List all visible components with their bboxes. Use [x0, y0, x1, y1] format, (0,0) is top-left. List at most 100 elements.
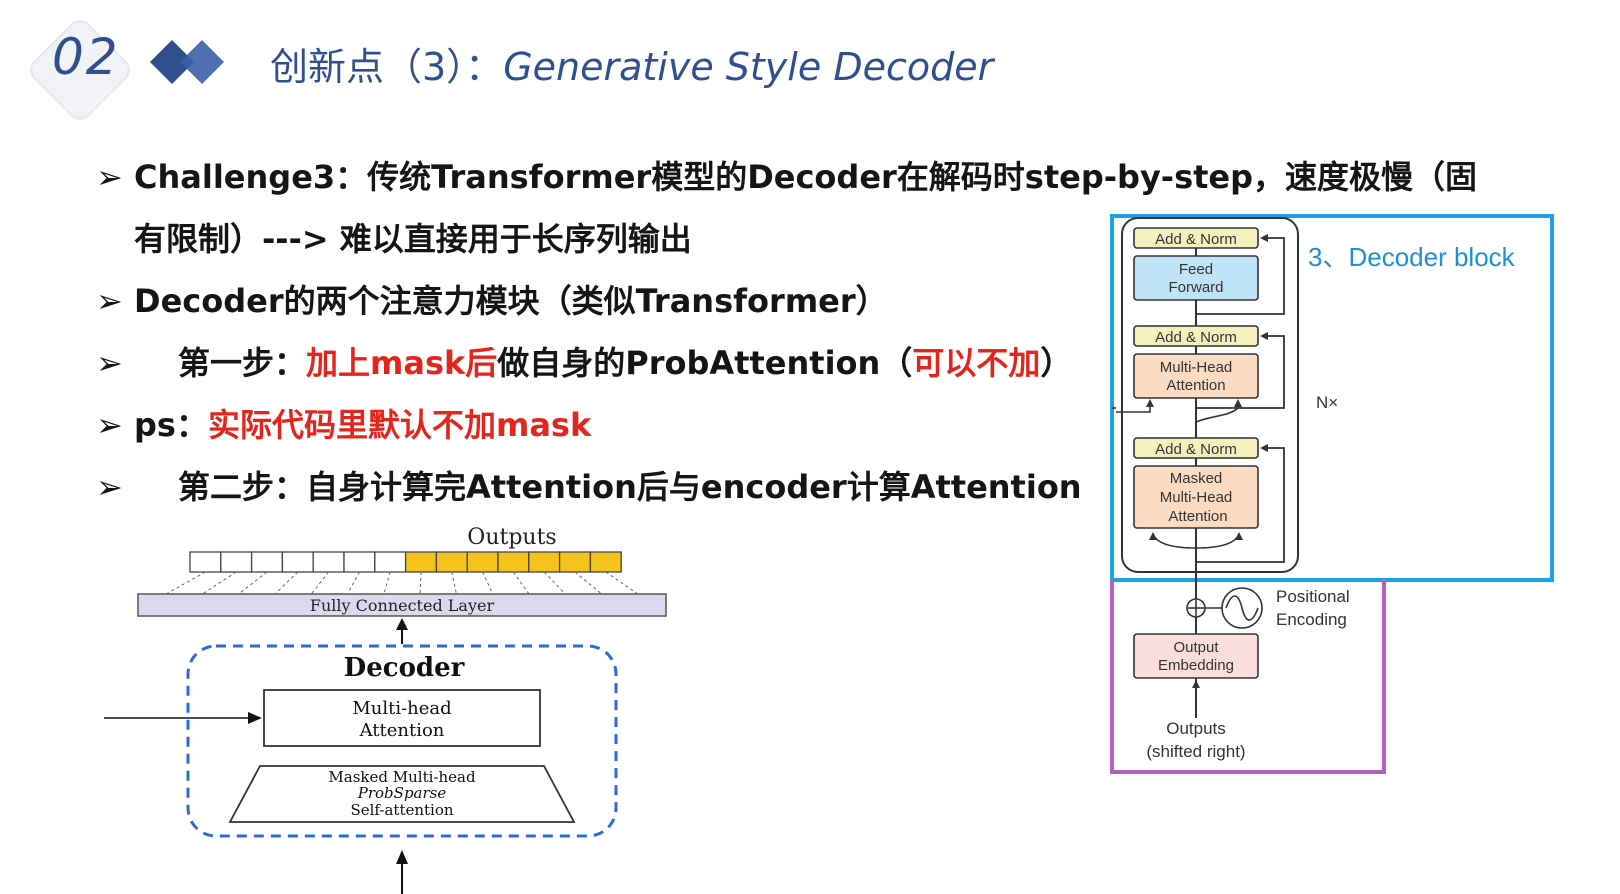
decoder-frame [186, 644, 618, 838]
bullet-text: 第一步： [178, 344, 307, 382]
ff-label-line2: Forward [1168, 279, 1223, 296]
mha-label-line2: Attention [359, 720, 445, 741]
decoder-block-label: 3、Decoder block [1308, 242, 1516, 272]
emb-label-line1: Output [1173, 639, 1219, 656]
fc-connection-line [482, 571, 494, 595]
pos-label-line1: Positional [1276, 587, 1350, 606]
mha-label-line1: Multi-Head [1160, 359, 1233, 376]
output-cell-empty [250, 551, 284, 573]
fc-connection-lines [165, 571, 639, 595]
fc-connection-line [383, 571, 391, 595]
add-norm-label: Add & Norm [1155, 231, 1237, 248]
bullet-arrow-icon: ➢ [96, 344, 123, 382]
masked-label-line2: ProbSparse [357, 784, 447, 802]
informer-decoder-diagram: Outputs Fully Connected Layer Decoder Mu… [104, 525, 667, 894]
up-arrow-icon [396, 618, 408, 630]
decoder-block-frame [1110, 214, 1554, 582]
add-norm-label: Add & Norm [1155, 329, 1237, 346]
up-arrow-icon [396, 850, 408, 864]
highlight-text: 加上mask后 [306, 344, 498, 382]
nx-label: N× [1316, 393, 1338, 412]
bullet-arrow-icon: ➢ [96, 468, 123, 506]
output-cell-filled [528, 551, 561, 573]
fc-connection-line [347, 571, 360, 595]
emb-label-line2: Embedding [1158, 657, 1234, 674]
bullet-text: Challenge3：传统Transformer模型的Decoder在解码时st… [134, 158, 1478, 196]
fc-connection-line [274, 571, 299, 595]
fc-connection-line [512, 571, 530, 595]
output-cell-empty [220, 551, 253, 573]
fc-label: Fully Connected Layer [310, 596, 495, 615]
bullet-text: ） [1040, 344, 1073, 382]
bullet-ps-note: ➢ ps：实际代码里默认不加mask [96, 400, 591, 446]
bullet-challenge-continued: 有限制）---> 难以直接用于长序列输出 [134, 220, 692, 258]
fc-connection-line [202, 571, 237, 595]
bullet-arrow-icon: ➢ [96, 158, 123, 196]
output-cell-empty [374, 551, 407, 573]
output-cell-filled [497, 551, 530, 573]
output-cell-empty [312, 551, 345, 573]
title-english: Generative Style Decoder [503, 45, 994, 89]
masked-label-line3: Self-attention [350, 801, 453, 819]
mha-label-line2: Attention [1166, 377, 1225, 394]
multi-head-attention-box [1133, 353, 1259, 399]
fc-connection-line [574, 571, 602, 595]
decoder-title: Decoder [344, 653, 465, 683]
outputs-label-line2: (shifted right) [1146, 742, 1245, 761]
bullet-text: 第二步：自身计算完Attention后与encoder计算Attention [178, 468, 1082, 506]
bullet-two-attention: ➢ Decoder的两个注意力模块（类似Transformer） [96, 276, 888, 322]
feed-forward-box [1133, 255, 1259, 301]
masked-label-line1: Masked [1170, 470, 1223, 487]
multi-head-attention-box [263, 689, 541, 747]
output-cell-filled [466, 551, 499, 573]
section-number: 02 [52, 28, 120, 86]
ff-label-line1: Feed [1179, 261, 1213, 278]
add-norm-box [1133, 227, 1259, 249]
masked-label-line3: Attention [1168, 508, 1227, 525]
highlight-text: 实际代码里默认不加mask [207, 406, 592, 444]
bullet-arrow-icon: ➢ [96, 282, 123, 320]
output-cell-filled [558, 551, 592, 573]
output-cell-filled [435, 551, 468, 573]
page-title: 创新点（3）：Generative Style Decoder [270, 36, 993, 91]
fc-connection-line [451, 571, 457, 595]
diamond-decoration-icon [150, 40, 224, 84]
masked-attention-box [1133, 465, 1259, 529]
bullet-step-one: ➢ 第一步：加上mask后做自身的ProbAttention（可以不加） [96, 338, 1072, 384]
output-embedding-box [1133, 633, 1259, 679]
bullet-text: Decoder的两个注意力模块（类似Transformer） [134, 282, 888, 320]
output-cell-empty [281, 551, 314, 573]
mha-label-line1: Multi-head [352, 698, 451, 719]
fc-connection-line [605, 571, 639, 595]
add-norm-box [1133, 437, 1259, 459]
fully-connected-layer [137, 593, 667, 617]
section-badge-shape [30, 20, 130, 120]
bullet-text: 做自身的ProbAttention（ [497, 344, 913, 382]
output-cell-filled [589, 551, 622, 573]
add-norm-label: Add & Norm [1155, 441, 1237, 458]
fc-connection-line [419, 571, 422, 595]
highlight-text: 可以不加 [912, 344, 1041, 382]
fc-connection-line [165, 571, 206, 595]
right-arrow-icon [248, 712, 262, 724]
output-cell-empty [343, 551, 376, 573]
bullet-arrow-icon: ➢ [96, 406, 123, 444]
add-norm-box [1133, 325, 1259, 347]
bullet-text: ps： [134, 406, 208, 444]
masked-label-line2: Multi-Head [1160, 489, 1233, 506]
embedding-frame [1110, 580, 1386, 774]
bullet-challenge: ➢ Challenge3：传统Transformer模型的Decoder在解码时s… [96, 152, 1477, 198]
transformer-decoder-diagram: 3、Decoder block Add & Norm Feed Forward … [1110, 214, 1554, 774]
fc-connection-line [310, 571, 329, 595]
masked-probsparse-box [228, 765, 576, 823]
outputs-label-line1: Outputs [1166, 719, 1226, 738]
output-cells [189, 551, 622, 573]
pos-label-line2: Encoding [1276, 610, 1347, 629]
outputs-label: Outputs [467, 525, 556, 550]
fc-connection-line [543, 571, 566, 595]
bullet-step-two: ➢ 第二步：自身计算完Attention后与encoder计算Attention [96, 462, 1082, 508]
output-cell-filled [404, 551, 438, 573]
layer-stack-frame [1121, 217, 1299, 573]
fc-connection-line [238, 571, 268, 595]
output-cell-empty [189, 551, 222, 573]
